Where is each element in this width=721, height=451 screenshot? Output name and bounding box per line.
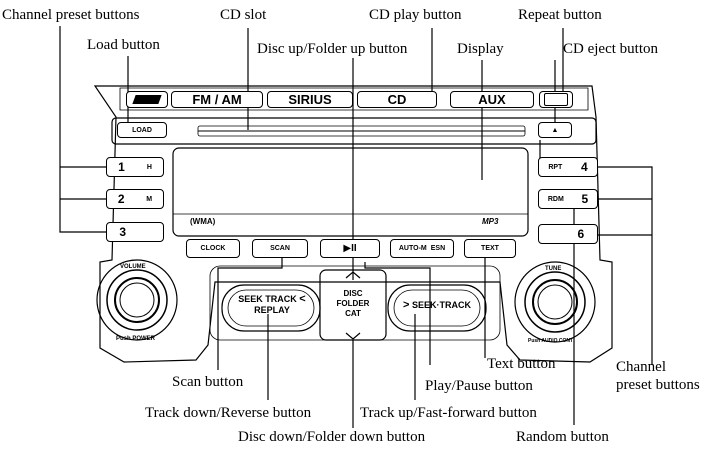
wma-logo: (WMA)	[190, 217, 216, 226]
esn-label: ESN	[430, 245, 446, 252]
text-button[interactable]: TEXT	[464, 239, 516, 258]
preset-5-tag: RDM	[547, 195, 564, 203]
label-track-down: Track down/Reverse button	[145, 405, 312, 421]
cat-text: CAT	[345, 309, 361, 318]
seek-left-text: SEEK	[238, 294, 263, 304]
disc-text: DISC	[343, 289, 363, 298]
tune-knob[interactable]	[515, 262, 595, 342]
arrow-left-icon: <	[299, 293, 306, 305]
label-display: Display	[457, 41, 504, 57]
preset-5-button[interactable]: RDM 5	[538, 189, 598, 209]
replay-text: REPLAY	[254, 305, 290, 315]
label-channel-right-1: Channel	[616, 359, 666, 375]
sirius-button[interactable]: SIRIUS	[267, 91, 353, 108]
auto-m-label: AUTO-M	[398, 245, 427, 252]
preset-2-number: 2	[117, 192, 125, 206]
track-right-text: TRACK	[439, 300, 471, 310]
folder-text: FOLDER	[336, 299, 370, 308]
scan-button[interactable]: SCAN	[252, 239, 308, 258]
play-pause-button[interactable]: ▶II	[320, 239, 380, 258]
volume-knob-outer	[96, 259, 178, 341]
preset-1-tag: H	[146, 163, 152, 171]
preset-4-tag: RPT	[548, 163, 563, 171]
arrow-right-icon: >	[403, 299, 410, 311]
seek-right-text: SEEK	[411, 300, 437, 310]
display-screen	[172, 147, 529, 237]
eject-button[interactable]: ▲	[538, 122, 572, 138]
label-track-up: Track up/Fast-forward button	[360, 405, 537, 421]
preset-6-number: 6	[577, 227, 585, 241]
tune-knob-outer	[514, 261, 596, 343]
preset-4-number: 4	[580, 160, 588, 174]
seek-track-up-label: > SEEK·TRACK	[403, 299, 471, 311]
preset-1-button[interactable]: 1 H	[106, 157, 164, 177]
preset-2-button[interactable]: 2 M	[106, 189, 164, 209]
seek-right-button	[387, 284, 487, 332]
label-channel-right-2: preset buttons	[616, 377, 700, 393]
clock-button[interactable]: CLOCK	[186, 239, 240, 258]
label-repeat: Repeat button	[518, 7, 602, 23]
label-disc-down: Disc down/Folder down button	[238, 429, 426, 445]
label-cd-eject: CD eject button	[563, 41, 658, 57]
load-button[interactable]: LOAD	[117, 122, 167, 138]
preset-2-tag: M	[146, 195, 153, 203]
aux-button[interactable]: AUX	[450, 91, 534, 108]
preset-3-button[interactable]: 3	[106, 222, 164, 242]
label-play-pause: Play/Pause button	[425, 378, 533, 394]
label-disc-up: Disc up/Folder up button	[257, 41, 408, 57]
label-load: Load button	[87, 37, 160, 53]
push-audio-label: Push AUDIO CONT	[528, 338, 574, 344]
preset-1-number: 1	[118, 160, 125, 174]
label-text-button: Text button	[487, 356, 556, 372]
disc-logo-icon	[539, 91, 573, 108]
preset-4-button[interactable]: RPT 4	[538, 157, 598, 177]
label-scan: Scan button	[172, 374, 244, 390]
preset-6-button[interactable]: 6	[538, 224, 598, 244]
seek-track-down-label: SEEK TRACK < REPLAY	[232, 294, 312, 316]
fm-am-button[interactable]: FM / AM	[171, 91, 263, 108]
volume-label: VOLUME	[120, 264, 146, 270]
track-left-text: TRACK	[265, 294, 297, 304]
label-cd-play: CD play button	[369, 7, 462, 23]
cd-slot-strip	[111, 117, 597, 145]
label-cd-slot: CD slot	[220, 7, 267, 23]
cd-button[interactable]: CD	[357, 91, 437, 108]
label-channel-preset-left: Channel preset buttons	[2, 7, 140, 23]
sirius-logo-icon	[126, 91, 168, 108]
preset-5-number: 5	[581, 192, 589, 206]
preset-3-number: 3	[119, 225, 127, 239]
volume-knob[interactable]	[97, 260, 177, 340]
tune-label: TUNE	[545, 266, 562, 272]
mp3-logo: MP3	[482, 217, 499, 226]
disc-folder-label: DISC FOLDER CAT	[322, 289, 384, 319]
auto-m-esn-button[interactable]: AUTO-M ESN	[390, 239, 454, 258]
label-random: Random button	[516, 429, 609, 445]
push-power-label: Push POWER	[116, 336, 156, 342]
